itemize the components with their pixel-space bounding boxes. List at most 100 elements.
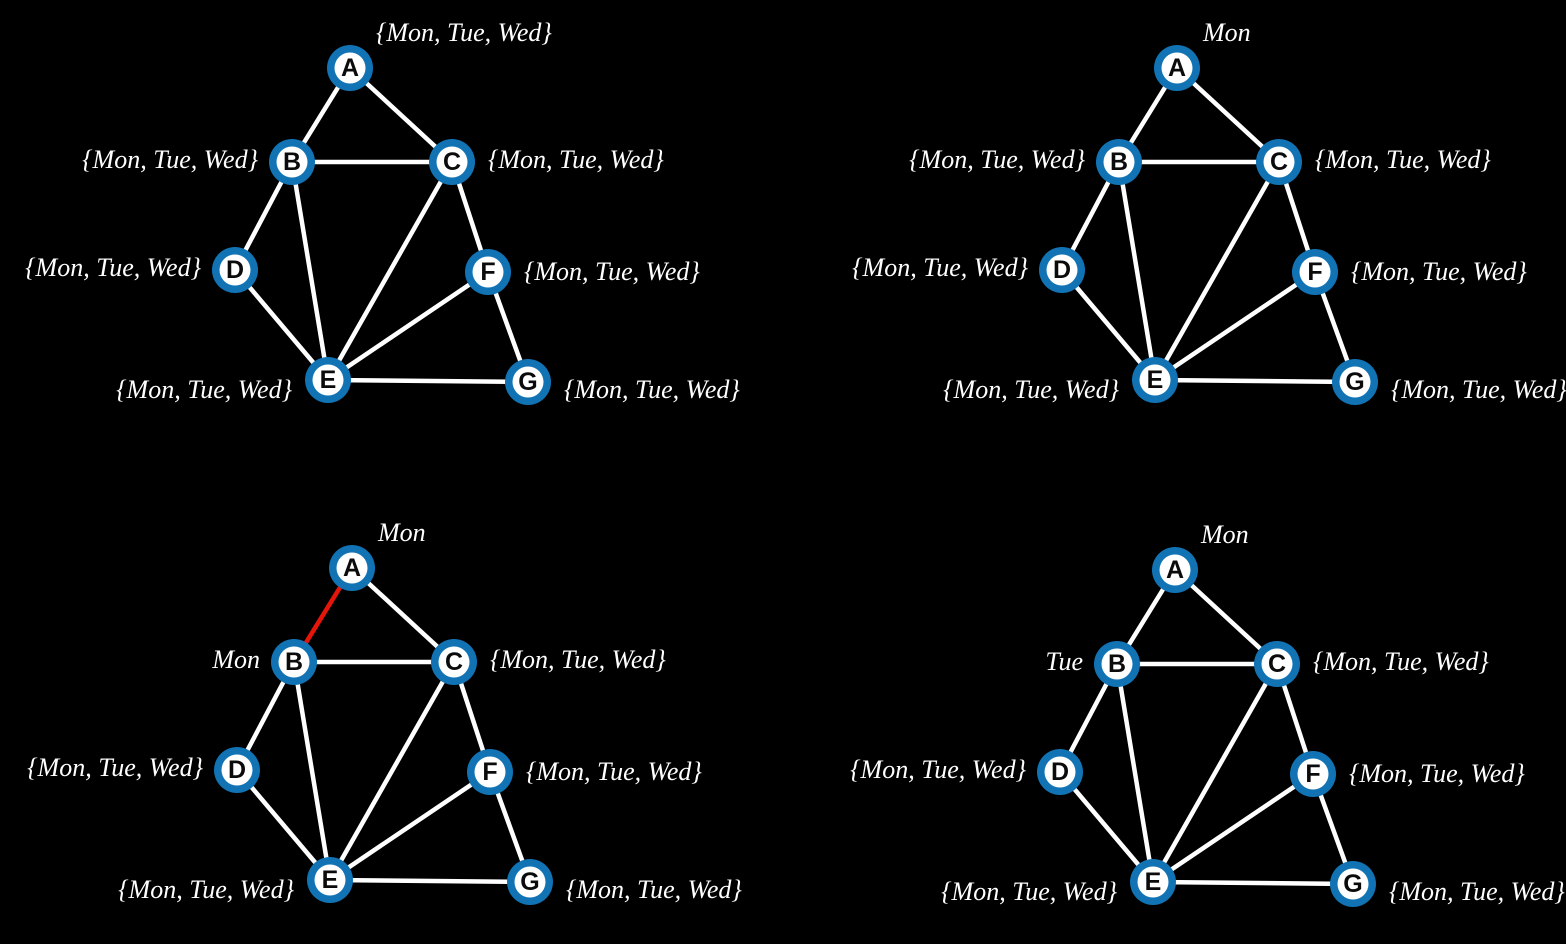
edge-E-G xyxy=(1150,879,1356,887)
domain-label-E: {Mon, Tue, Wed} xyxy=(118,875,294,904)
node-letter-B: B xyxy=(283,148,301,176)
node-fill-D xyxy=(1044,756,1076,788)
node-letter-D: D xyxy=(226,256,244,284)
node-letter-C: C xyxy=(1270,148,1288,176)
domain-label-C: {Mon, Tue, Wed} xyxy=(1315,145,1491,174)
domain-label-F: {Mon, Tue, Wed} xyxy=(524,257,700,286)
node-E: E xyxy=(307,857,353,903)
domain-label-A: {Mon, Tue, Wed} xyxy=(376,18,552,47)
node-fill-C xyxy=(436,146,468,178)
node-fill-E xyxy=(1139,364,1171,396)
node-letter-G: G xyxy=(518,368,537,396)
node-fill-F xyxy=(1297,758,1329,790)
node-letter-G: G xyxy=(520,868,539,896)
domain-label-G: {Mon, Tue, Wed} xyxy=(564,375,740,404)
domain-label-A: Mon xyxy=(377,518,426,547)
edge-E-G xyxy=(327,877,533,885)
node-A: A xyxy=(1152,547,1198,593)
node-fill-G xyxy=(1339,366,1371,398)
domain-label-A: Mon xyxy=(1202,18,1251,47)
node-letter-B: B xyxy=(1110,148,1128,176)
edge-E-F xyxy=(325,269,491,383)
node-letter-E: E xyxy=(322,866,339,894)
node-E: E xyxy=(1132,357,1178,403)
node-A: A xyxy=(1154,45,1200,91)
domain-label-F: {Mon, Tue, Wed} xyxy=(526,757,702,786)
edge-B-E xyxy=(289,159,331,383)
node-fill-C xyxy=(1263,146,1295,178)
domain-label-B: Mon xyxy=(211,645,260,674)
node-letter-F: F xyxy=(1307,258,1322,286)
node-F: F xyxy=(1290,751,1336,797)
node-letter-G: G xyxy=(1345,368,1364,396)
edge-C-E xyxy=(327,659,457,883)
edge-A-C xyxy=(1172,567,1280,667)
node-fill-D xyxy=(219,254,251,286)
edge-E-F xyxy=(1152,269,1318,383)
node-fill-G xyxy=(512,366,544,398)
node-fill-C xyxy=(1261,648,1293,680)
node-fill-D xyxy=(1046,254,1078,286)
node-letter-A: A xyxy=(343,554,361,582)
edge-D-E xyxy=(1059,267,1158,383)
domain-label-C: {Mon, Tue, Wed} xyxy=(1313,647,1489,676)
node-D: D xyxy=(214,747,260,793)
domain-label-G: {Mon, Tue, Wed} xyxy=(566,875,742,904)
node-B: B xyxy=(269,139,315,185)
node-fill-B xyxy=(278,646,310,678)
domain-label-E: {Mon, Tue, Wed} xyxy=(943,375,1119,404)
domain-label-E: {Mon, Tue, Wed} xyxy=(941,877,1117,906)
node-letter-G: G xyxy=(1343,870,1362,898)
edge-C-E xyxy=(1150,661,1280,885)
node-letter-A: A xyxy=(341,54,359,82)
edge-A-C xyxy=(1174,65,1282,165)
node-F: F xyxy=(1292,249,1338,295)
node-fill-C xyxy=(438,646,470,678)
node-C: C xyxy=(1256,139,1302,185)
domain-label-C: {Mon, Tue, Wed} xyxy=(488,145,664,174)
node-C: C xyxy=(1254,641,1300,687)
domain-label-F: {Mon, Tue, Wed} xyxy=(1349,759,1525,788)
edge-E-G xyxy=(325,377,531,385)
domain-label-B: {Mon, Tue, Wed} xyxy=(82,145,258,174)
node-fill-B xyxy=(1101,648,1133,680)
node-fill-A xyxy=(336,552,368,584)
node-B: B xyxy=(271,639,317,685)
node-fill-F xyxy=(1299,256,1331,288)
node-fill-G xyxy=(514,866,546,898)
node-C: C xyxy=(429,139,475,185)
node-D: D xyxy=(212,247,258,293)
domain-label-B: Tue xyxy=(1045,647,1083,676)
node-letter-B: B xyxy=(285,648,303,676)
domain-label-D: {Mon, Tue, Wed} xyxy=(852,253,1028,282)
node-letter-C: C xyxy=(443,148,461,176)
node-fill-A xyxy=(1159,554,1191,586)
node-G: G xyxy=(1332,359,1378,405)
node-fill-E xyxy=(312,364,344,396)
edge-C-E xyxy=(325,159,455,383)
node-D: D xyxy=(1037,749,1083,795)
domain-label-G: {Mon, Tue, Wed} xyxy=(1391,375,1566,404)
edge-D-E xyxy=(232,267,331,383)
node-A: A xyxy=(327,45,373,91)
domain-label-E: {Mon, Tue, Wed} xyxy=(116,375,292,404)
node-letter-D: D xyxy=(1051,758,1069,786)
node-F: F xyxy=(465,249,511,295)
domain-label-D: {Mon, Tue, Wed} xyxy=(850,755,1026,784)
edge-A-C xyxy=(347,65,455,165)
edge-B-E xyxy=(1116,159,1158,383)
node-fill-F xyxy=(472,256,504,288)
edge-D-E xyxy=(234,767,333,883)
node-letter-A: A xyxy=(1166,556,1184,584)
edge-A-C xyxy=(349,565,457,665)
domain-label-D: {Mon, Tue, Wed} xyxy=(27,753,203,782)
edge-E-F xyxy=(327,769,493,883)
domain-label-B: {Mon, Tue, Wed} xyxy=(909,145,1085,174)
node-G: G xyxy=(505,359,551,405)
